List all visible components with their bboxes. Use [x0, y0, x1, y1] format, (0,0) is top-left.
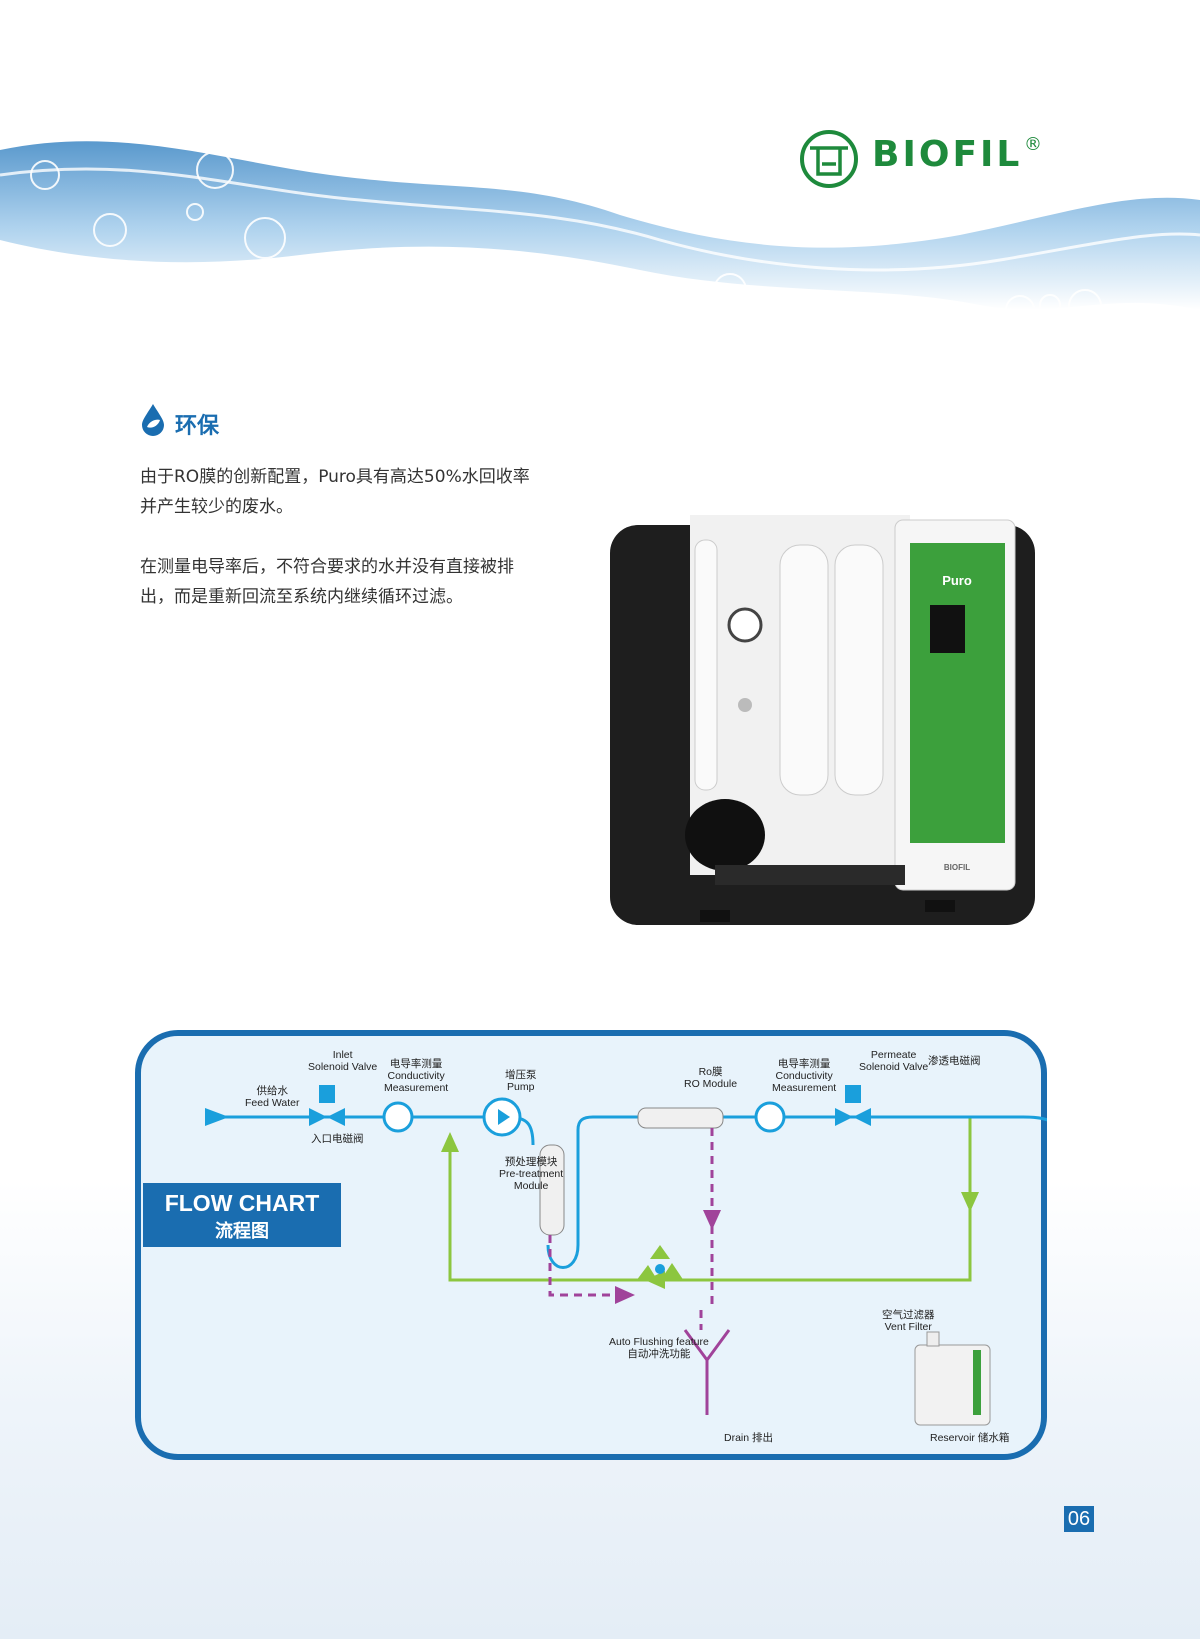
label-reservoir: Reservoir 储水箱	[930, 1432, 1010, 1444]
svg-text:Puro: Puro	[942, 573, 972, 588]
label-drain: Drain 排出	[724, 1432, 774, 1444]
page-number: 06	[1064, 1506, 1094, 1532]
water-wave-banner	[0, 141, 1200, 325]
section-title: 环保	[175, 414, 220, 439]
svg-text:BIOFIL: BIOFIL	[944, 863, 970, 872]
paragraph-recirculation: 在测量电导率后，不符合要求的水并没有直接被排出，而是重新回流至系统内继续循环过滤…	[140, 557, 514, 607]
flow-chart-title-en: FLOW CHART	[164, 1190, 320, 1216]
flow-chart-title-zh: 流程图	[215, 1221, 269, 1242]
flow-chart-diagram	[135, 1030, 1047, 1460]
label-permeate-valve-zh: 渗透电磁阀	[928, 1055, 981, 1067]
puro-machine-image: Puro BIOFIL	[610, 515, 1035, 925]
label-inlet-valve-zh: 入口电磁阀	[311, 1133, 364, 1145]
paragraph-recovery: 由于RO膜的创新配置，Puro具有高达50%水回收率并产生较少的废水。	[140, 467, 530, 517]
biofil-logo	[800, 130, 858, 188]
water-drop-leaf-icon	[142, 404, 164, 436]
registered-mark: ®	[1024, 134, 1042, 155]
brand-name: BIOFIL	[872, 134, 1023, 175]
flow-chart-title: FLOW CHART 流程图	[143, 1183, 341, 1247]
